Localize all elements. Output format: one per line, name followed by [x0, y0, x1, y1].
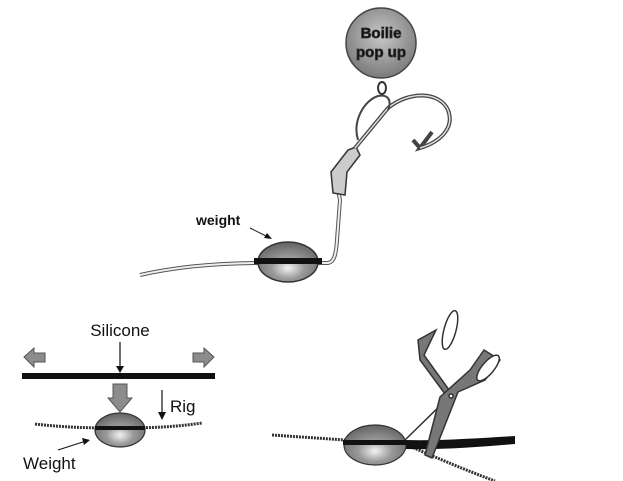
weight-label: Weight — [23, 454, 76, 473]
silicone-tube — [22, 373, 215, 379]
hook-link-core — [315, 189, 342, 264]
boilie-label-line2: pop up — [356, 44, 406, 61]
cutting-diagram — [271, 309, 515, 481]
swivel-ring — [377, 81, 387, 95]
weight-sleeve — [254, 258, 322, 264]
hair-loop — [355, 94, 391, 141]
silicone-label: Silicone — [90, 321, 150, 340]
silicone-diagram: Silicone Rig Weight — [22, 321, 215, 473]
stretch-right-arrow-icon — [192, 346, 215, 369]
scissors-icon — [404, 309, 502, 459]
weight-pointer-arrow — [57, 440, 87, 451]
weight-label: weight — [195, 212, 241, 228]
rig-line-left — [271, 433, 346, 442]
top-rig: Boilie pop up weight — [139, 7, 452, 283]
hook-highlight — [354, 94, 451, 149]
stretch-left-arrow-icon — [23, 346, 46, 369]
shrink-tube — [330, 146, 361, 196]
rig-label: Rig — [170, 397, 196, 416]
hook — [353, 93, 452, 152]
silicone-tube-cut — [405, 436, 515, 450]
boilie-pop-up — [345, 7, 417, 79]
rig-line-cut — [404, 442, 496, 481]
boilie-label-line1: Boilie — [361, 25, 402, 42]
main-line-core — [139, 262, 263, 276]
push-down-arrow-icon — [106, 383, 134, 413]
